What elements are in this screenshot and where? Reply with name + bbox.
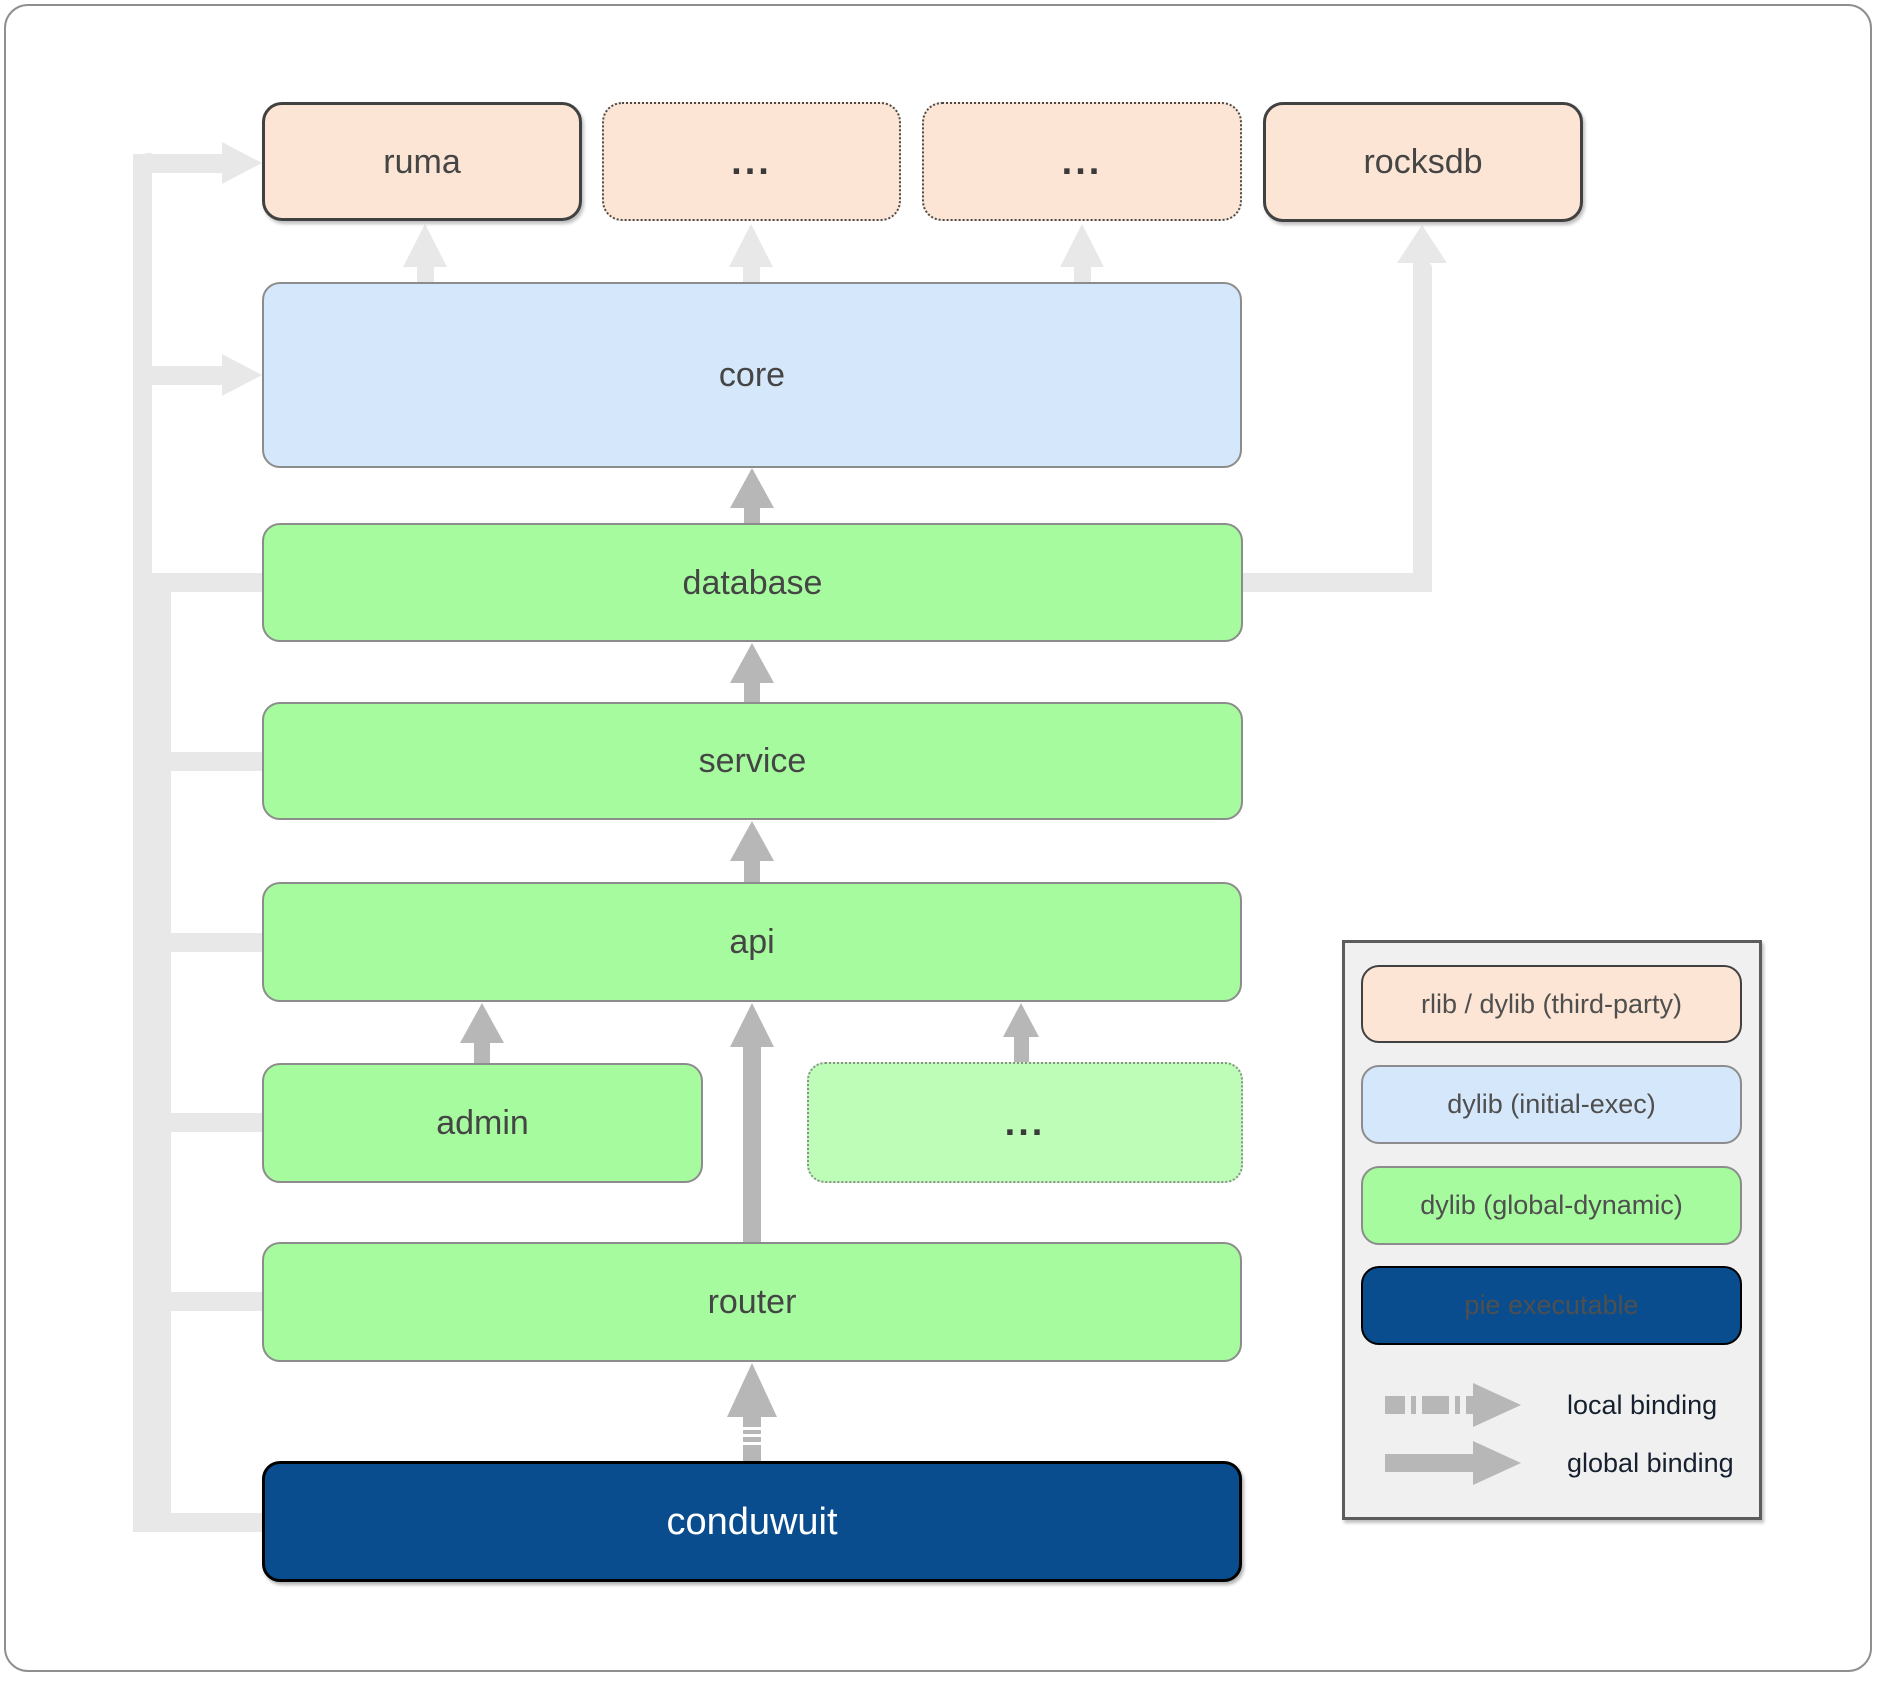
legend-item-initial-exec: dylib (initial-exec) bbox=[1361, 1065, 1742, 1144]
arrowhead-moreservices-api bbox=[1003, 1003, 1039, 1037]
arrowhead-api-service bbox=[730, 821, 774, 861]
arrowhead-service-database bbox=[730, 643, 774, 683]
node-rocksdb: rocksdb bbox=[1263, 102, 1583, 222]
legend-item-initial-exec-label: dylib (initial-exec) bbox=[1447, 1089, 1656, 1119]
node-core: core bbox=[262, 282, 1242, 468]
edge-core-ruma-shaft bbox=[417, 265, 434, 284]
legend-global-binding-arrowhead bbox=[1473, 1441, 1521, 1485]
legend-item-global-dynamic-label: dylib (global-dynamic) bbox=[1420, 1190, 1683, 1220]
edge-service-database-shaft bbox=[744, 680, 760, 704]
rail-stub-service bbox=[152, 752, 262, 771]
node-ruma-label: ruma bbox=[383, 142, 461, 181]
node-router-label: router bbox=[707, 1283, 797, 1321]
edge-conduwuit-router-dash1 bbox=[743, 1430, 761, 1434]
legend-global-binding-label: global binding bbox=[1567, 1448, 1734, 1478]
node-api: api bbox=[262, 882, 1242, 1002]
legend-item-global-dynamic: dylib (global-dynamic) bbox=[1361, 1166, 1742, 1245]
edge-core-dep2-shaft bbox=[1074, 265, 1091, 284]
node-service: service bbox=[262, 702, 1243, 820]
node-dep1: ... bbox=[602, 102, 901, 221]
rail-conduwuit-main bbox=[133, 153, 152, 1532]
legend-local-binding-arrowhead bbox=[1473, 1383, 1521, 1427]
arrowhead-rail-ruma bbox=[222, 142, 262, 184]
node-database-label: database bbox=[682, 563, 823, 602]
arrowhead-core-ruma bbox=[403, 224, 447, 267]
arrowhead-router-api bbox=[730, 1003, 774, 1047]
arrowhead-rail-core bbox=[222, 354, 262, 396]
rail-stub-admin bbox=[152, 1113, 262, 1132]
edge-conduwuit-router-base bbox=[743, 1445, 761, 1461]
edge-database-rocksdb-horizontal bbox=[1243, 573, 1432, 592]
node-more-services-label: ... bbox=[1004, 1101, 1046, 1144]
edge-database-rocksdb-vertical bbox=[1413, 262, 1432, 592]
node-rocksdb-label: rocksdb bbox=[1363, 143, 1483, 181]
edge-admin-api-shaft bbox=[474, 1040, 490, 1065]
legend-item-pie-executable: pie executable bbox=[1361, 1266, 1742, 1345]
legend-local-binding-arrow bbox=[1385, 1396, 1473, 1414]
node-admin: admin bbox=[262, 1063, 703, 1183]
node-dep1-label: ... bbox=[731, 140, 772, 183]
node-conduwuit: conduwuit bbox=[262, 1461, 1242, 1582]
rail-stub-conduwuit bbox=[133, 1513, 262, 1532]
legend: rlib / dylib (third-party) dylib (initia… bbox=[1342, 940, 1762, 1520]
edge-conduwuit-router-shaft bbox=[743, 1415, 761, 1427]
edge-api-service-shaft bbox=[744, 858, 760, 884]
legend-item-third-party: rlib / dylib (third-party) bbox=[1361, 965, 1742, 1043]
edge-core-dep1-shaft bbox=[743, 265, 760, 284]
arrowhead-database-core bbox=[730, 468, 774, 508]
arrowhead-core-dep1 bbox=[729, 224, 773, 267]
rail-stub-ruma bbox=[133, 154, 222, 173]
arrowhead-conduwuit-router bbox=[727, 1363, 777, 1417]
node-router: router bbox=[262, 1242, 1242, 1362]
rail-stub-api bbox=[152, 933, 262, 952]
legend-item-pie-executable-label: pie executable bbox=[1464, 1290, 1639, 1320]
legend-local-binding-label: local binding bbox=[1567, 1390, 1718, 1420]
edge-conduwuit-router-dash2 bbox=[743, 1437, 761, 1442]
rail-stub-router bbox=[152, 1292, 262, 1311]
rail-stub-database bbox=[152, 573, 262, 592]
node-ruma: ruma bbox=[262, 102, 582, 221]
rail-conduwuit-inner bbox=[152, 582, 171, 1523]
node-api-label: api bbox=[729, 923, 775, 961]
node-dep2: ... bbox=[922, 102, 1242, 221]
node-conduwuit-label: conduwuit bbox=[666, 1500, 838, 1543]
node-core-label: core bbox=[718, 356, 786, 394]
arrowhead-database-rocksdb bbox=[1397, 225, 1447, 263]
edge-router-api-shaft bbox=[743, 1044, 761, 1243]
node-database: database bbox=[262, 523, 1243, 642]
node-more-services: ... bbox=[807, 1062, 1243, 1183]
legend-item-third-party-label: rlib / dylib (third-party) bbox=[1420, 988, 1683, 1019]
edge-moreservices-api-shaft bbox=[1014, 1032, 1029, 1064]
node-admin-label: admin bbox=[436, 1104, 529, 1142]
legend-global-binding-arrow bbox=[1385, 1454, 1473, 1472]
arrowhead-core-dep2 bbox=[1060, 224, 1104, 267]
node-service-label: service bbox=[698, 742, 807, 780]
arrowhead-admin-api bbox=[460, 1003, 504, 1043]
rail-stub-core bbox=[133, 366, 222, 385]
node-dep2-label: ... bbox=[1061, 140, 1103, 183]
edge-database-core-shaft bbox=[744, 505, 760, 525]
